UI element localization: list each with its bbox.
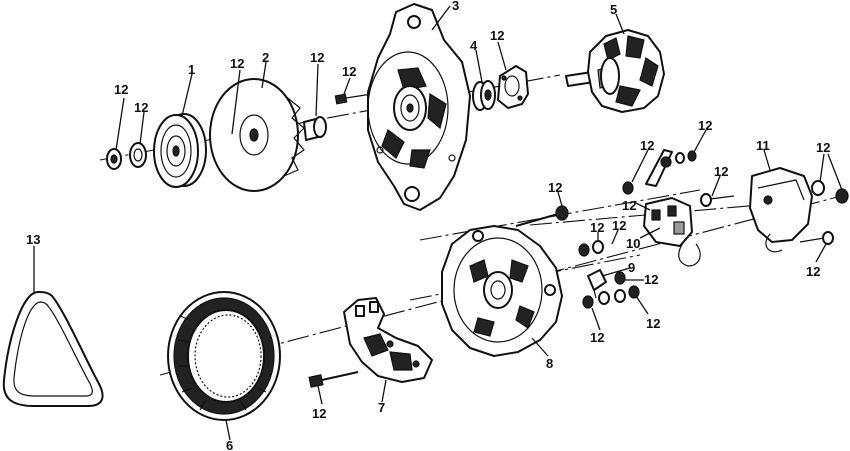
brush-holder <box>749 167 813 253</box>
pulley <box>153 113 207 188</box>
callout-fastener: 12 <box>698 118 712 133</box>
callout-regulator: 10 <box>626 236 640 251</box>
bearing-retainer-plate <box>497 65 529 109</box>
callout-fastener: 12 <box>806 264 820 279</box>
callout-fan: 2 <box>262 50 269 65</box>
rectifier <box>343 297 433 383</box>
leader-lines <box>33 5 843 441</box>
callout-fastener: 12 <box>310 50 324 65</box>
callout-slip-ring-end-frame: 8 <box>546 356 553 371</box>
diode-trio <box>587 269 607 299</box>
callout-rotor: 5 <box>610 2 617 17</box>
terminal-nuts <box>578 240 640 309</box>
callout-diode-trio: 9 <box>628 260 635 275</box>
callouts: 13 1 2 3 4 5 6 7 8 9 10 11 12 12 12 12 1… <box>26 0 830 451</box>
callout-bearing: 4 <box>470 38 478 53</box>
callout-fastener: 12 <box>134 100 148 115</box>
callout-fastener: 12 <box>622 198 636 213</box>
cooling-fan <box>209 78 305 192</box>
callout-fastener: 12 <box>312 406 326 421</box>
rectifier-bolt <box>308 371 359 388</box>
cover-nuts <box>799 180 849 245</box>
through-bolt <box>515 205 569 227</box>
callout-fastener: 12 <box>490 28 504 43</box>
callout-fastener: 12 <box>644 272 658 287</box>
frame-bolt <box>334 93 373 105</box>
callout-belt: 13 <box>26 232 40 247</box>
callout-fastener: 12 <box>548 180 562 195</box>
shaft-collar <box>303 116 327 141</box>
drive-end-frame <box>367 3 471 211</box>
stator <box>167 291 281 421</box>
callout-fastener: 12 <box>114 82 128 97</box>
callout-pulley: 1 <box>188 62 195 77</box>
callout-fastener: 12 <box>342 64 356 79</box>
callout-drive-end-frame: 3 <box>452 0 459 13</box>
callout-rectifier: 7 <box>378 400 385 415</box>
callout-fastener: 12 <box>612 218 626 233</box>
pulley-nut-stack <box>106 142 147 170</box>
callout-fastener: 12 <box>714 164 728 179</box>
callout-stator: 6 <box>226 438 233 451</box>
callout-brush-holder: 11 <box>756 138 770 153</box>
callout-fastener: 12 <box>816 140 830 155</box>
callout-fastener: 12 <box>590 330 604 345</box>
regulator-lead <box>622 149 697 195</box>
bearing <box>472 80 496 111</box>
callout-fastener: 12 <box>640 138 654 153</box>
drive-belt <box>2 291 104 407</box>
rotor <box>565 29 665 113</box>
regulator <box>643 197 701 267</box>
slip-ring-end-frame <box>441 225 563 357</box>
callout-fastener: 12 <box>590 220 604 235</box>
regulator-screw <box>700 193 735 207</box>
callout-fastener: 12 <box>646 316 660 331</box>
callout-fastener: 12 <box>230 56 244 71</box>
